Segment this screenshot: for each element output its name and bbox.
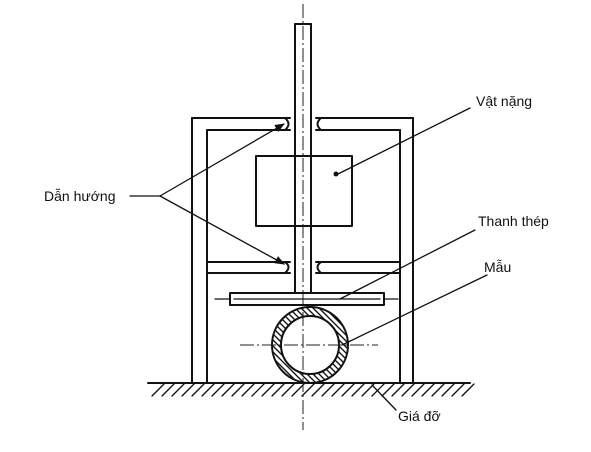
label-weight: Vật nặng — [476, 93, 532, 109]
leader-lines — [129, 107, 488, 411]
guide-rod — [294, 4, 312, 430]
drop-weight-block — [255, 155, 353, 227]
guide-bushings — [284, 117, 322, 274]
label-steel-bar: Thanh thép — [478, 213, 549, 229]
pipe-sample — [240, 306, 378, 384]
steel-bar — [214, 292, 399, 306]
label-sample: Mẫu — [484, 259, 511, 275]
ground-base — [147, 382, 475, 397]
label-guides: Dẫn hướng — [44, 188, 115, 204]
label-support: Giá đỡ — [398, 408, 441, 424]
frame — [191, 117, 414, 384]
